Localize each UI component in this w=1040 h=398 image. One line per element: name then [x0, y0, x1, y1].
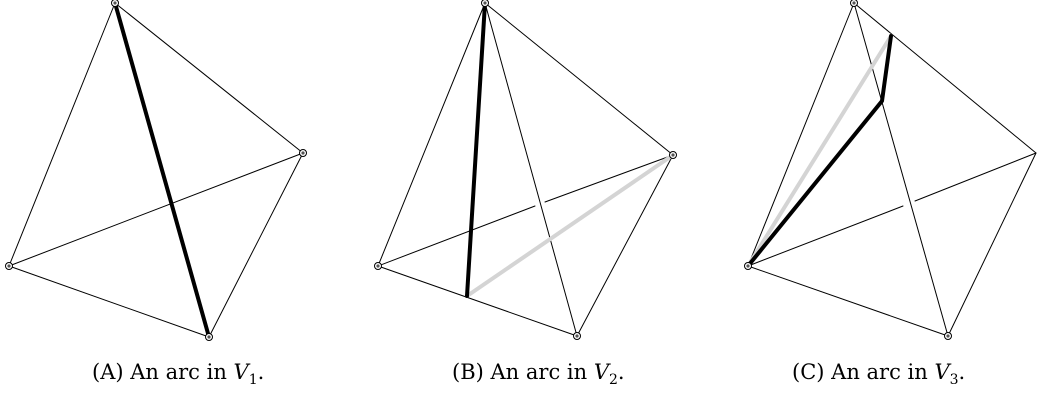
ghost-arc: [465, 153, 675, 298]
vertex-marker: [850, 0, 858, 7]
caption-text: An arc in: [130, 360, 227, 384]
edge: [484, 2, 578, 337]
caption-variable: V: [593, 360, 609, 384]
edge-split: [914, 152, 1037, 202]
caption-c: (C) An arc in V3.: [792, 360, 965, 388]
vertex-marker: [374, 262, 382, 270]
caption-label: (B): [452, 360, 484, 384]
vertex-marker: [573, 332, 581, 340]
vertex-marker: [669, 151, 677, 159]
caption-variable: V: [934, 360, 950, 384]
vertex-marker: [744, 262, 752, 270]
caption-text: An arc in: [831, 360, 928, 384]
vertex-marker: [481, 0, 489, 7]
edge: [576, 154, 674, 337]
vertex-marker: [299, 149, 307, 157]
panel-a-tetrahedron: [5, 0, 307, 341]
caption-label: (A): [92, 360, 124, 384]
edge-split: [544, 154, 674, 203]
edge: [484, 2, 674, 156]
vertex-marker: [5, 262, 13, 270]
edge: [947, 152, 1037, 337]
caption-subscript: 3: [949, 372, 959, 389]
edge: [114, 2, 304, 154]
edge: [747, 2, 855, 267]
caption-text: An arc in: [490, 360, 588, 384]
panel-b-tetrahedron: [374, 0, 677, 340]
caption-subscript: 2: [608, 372, 618, 389]
vertex-marker: [205, 333, 213, 341]
highlighted-arc: [465, 1, 487, 298]
edge: [8, 152, 304, 267]
highlighted-arc: [746, 34, 893, 268]
caption-period: .: [257, 360, 265, 384]
highlighted-arc: [113, 1, 211, 339]
caption-b: (B) An arc in V2.: [452, 360, 625, 388]
caption-a: (A) An arc in V1.: [92, 360, 264, 388]
edge: [853, 2, 1037, 154]
edge-split: [747, 205, 904, 267]
caption-period: .: [958, 360, 966, 384]
edge-split: [377, 205, 536, 267]
caption-label: (C): [792, 360, 825, 384]
vertex-marker: [944, 332, 952, 340]
edge: [8, 265, 210, 338]
caption-variable: V: [233, 360, 249, 384]
ghost-arc: [746, 34, 893, 268]
caption-subscript: 1: [248, 372, 258, 389]
caption-period: .: [617, 360, 625, 384]
panel-c-tetrahedron: [744, 0, 1037, 340]
edge: [208, 152, 304, 338]
edge: [853, 2, 949, 337]
edge: [377, 2, 486, 267]
edge: [8, 2, 116, 267]
edge: [377, 265, 578, 337]
edge: [747, 265, 949, 337]
vertex-marker: [111, 0, 119, 7]
